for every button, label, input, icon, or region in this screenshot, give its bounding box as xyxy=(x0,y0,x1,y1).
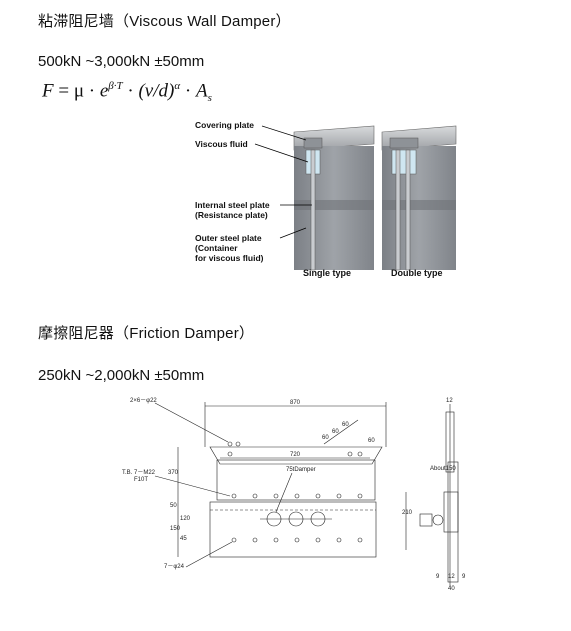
label-internal-plate-2: (Resistance plate) xyxy=(195,210,268,220)
viscous-title: 粘滞阻尼墙（Viscous Wall Damper） xyxy=(38,13,291,30)
dim-870-text: 870 xyxy=(290,400,301,406)
damper-text: 75tDamper xyxy=(286,467,316,473)
friction-damper-drawing: 870 720 60 60 60 60 2×6－φ22 T.B. 7－M22 F… xyxy=(122,398,466,592)
upper-plate xyxy=(216,459,376,501)
leader-outer xyxy=(279,227,307,239)
friction-title: 摩擦阻尼器（Friction Damper） xyxy=(38,325,255,342)
lower-plate xyxy=(209,501,377,558)
formula-e: e xyxy=(99,80,109,102)
caption-single-type: Single type xyxy=(303,268,352,278)
formula-A: A xyxy=(195,80,208,102)
double-type-wall xyxy=(381,125,457,271)
viscous-formula: F = μ · eβ·T · (v/d)α · As xyxy=(42,80,212,104)
label-internal-plate: Internal steel plate (Resistance plate) xyxy=(195,200,270,220)
caption-double-type: Double type xyxy=(391,268,443,278)
friction-spec: 250kN ~2,000kN ±50mm xyxy=(38,367,205,384)
side-view: 12 About150 9 12 9 40 xyxy=(419,398,466,592)
viscous-spec: 500kN ~3,000kN ±50mm xyxy=(38,53,205,70)
dim-about: About150 xyxy=(430,466,456,472)
dim-12: 12 xyxy=(446,398,453,404)
upper-plate-outline xyxy=(209,446,383,465)
formula-mu: μ xyxy=(73,80,85,102)
label-covering-plate: Covering plate xyxy=(195,120,255,130)
dim-60d: 60 xyxy=(368,438,375,444)
dim-50: 50 xyxy=(170,503,177,509)
dim-12b: 12 xyxy=(448,574,455,580)
dim-9b: 9 xyxy=(462,574,466,580)
dim-720-text: 720 xyxy=(290,452,301,458)
leader-fluid xyxy=(254,143,309,163)
dim-45: 45 xyxy=(180,536,187,542)
leader-covering xyxy=(261,125,307,141)
formula-dot3: · xyxy=(184,80,192,102)
dim-120: 120 xyxy=(180,516,191,522)
tb2-text: F10T xyxy=(134,477,148,483)
label-outer-plate-2: (Container xyxy=(195,243,238,253)
label-internal-plate-1: Internal steel plate xyxy=(195,200,270,210)
dim-210: 210 xyxy=(402,510,413,516)
dim-60c: 60 xyxy=(342,422,349,428)
formula-exp: β·T xyxy=(108,80,123,92)
dim-60b: 60 xyxy=(332,429,339,435)
hole-pattern xyxy=(227,441,363,543)
tb-text: T.B. 7－M22 xyxy=(122,470,156,476)
dim-40: 40 xyxy=(448,586,455,592)
dim-150: 150 xyxy=(170,526,181,532)
formula-dot1: · xyxy=(88,80,96,102)
label-outer-plate: Outer steel plate (Container for viscous… xyxy=(195,233,263,263)
label-viscous-fluid: Viscous fluid xyxy=(195,139,248,149)
formula-s: s xyxy=(207,92,212,105)
label-outer-plate-1: Outer steel plate xyxy=(195,233,262,243)
holes-top-text: 2×6－φ22 xyxy=(130,398,157,404)
single-type-wall xyxy=(293,125,375,271)
formula-paren: (v/d) xyxy=(138,80,175,102)
formula-lhs: F xyxy=(42,80,54,102)
dim-9a: 9 xyxy=(436,574,440,580)
dim-60a: 60 xyxy=(322,435,329,441)
dim-370: 370 xyxy=(168,470,179,476)
formula-dot2: · xyxy=(127,80,134,102)
holes-bottom-text: 7－φ24 xyxy=(164,564,185,570)
label-outer-plate-3: for viscous fluid) xyxy=(195,253,264,263)
formula-alpha: α xyxy=(174,80,181,92)
viscous-damper-illustration xyxy=(254,125,457,271)
formula-eq: = xyxy=(58,80,70,102)
